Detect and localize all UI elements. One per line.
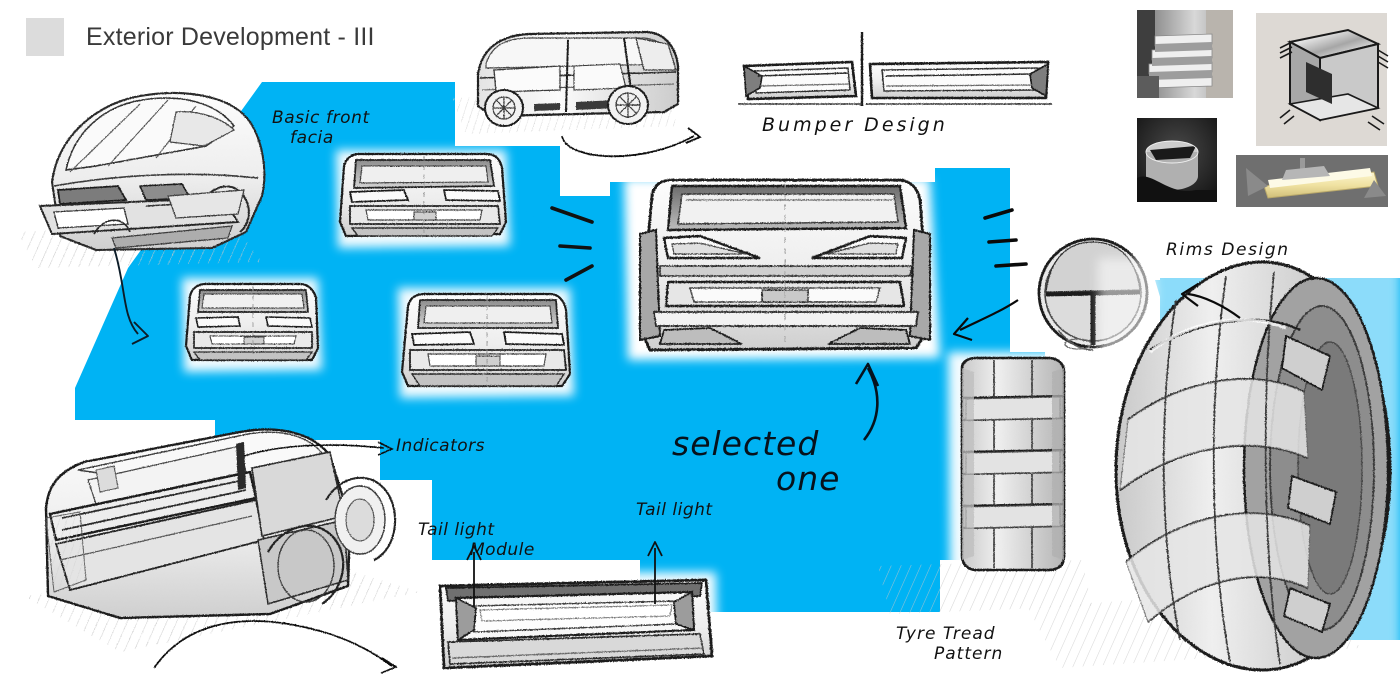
reference-photo-dark-disc	[1137, 118, 1217, 202]
label-tail-light: Tail light	[636, 500, 713, 520]
bumper-study-left	[742, 60, 858, 101]
sketch-rear-fascia-selected	[624, 178, 940, 441]
label-bumper-design: Bumper Design	[762, 114, 948, 136]
label-basic-front-facia-line1: Basic front	[272, 108, 370, 129]
arrow-to-tyre-tread	[959, 299, 1019, 331]
sketch-van-side-profile	[452, 30, 702, 158]
page-title: Exterior Development - III	[86, 22, 375, 51]
sketch-tyre-tread-swatch	[878, 299, 1092, 614]
sketch-rear-fascia-study-2	[182, 278, 322, 372]
dash-marks-right	[983, 208, 1028, 268]
arrow-selected-one	[862, 367, 879, 441]
reference-photo-metal-stool	[1256, 13, 1389, 146]
label-tail-light-module-line2: Module	[470, 540, 535, 561]
header-color-swatch	[26, 18, 64, 56]
label-selected-one: selected one	[672, 386, 840, 538]
reference-photo-linear-lamp	[1236, 155, 1388, 207]
dash-marks-left	[550, 206, 594, 282]
leader-indicators	[243, 444, 385, 457]
sketch-tail-light-module	[428, 541, 718, 688]
reference-photo-concrete-stairs	[1137, 10, 1233, 98]
label-tyre-tread-line1: Tyre Tread	[896, 624, 996, 645]
reference-photos	[1137, 10, 1389, 207]
label-rims-design: Rims Design	[1166, 240, 1290, 260]
sketch-front-three-quarter-car	[18, 91, 266, 268]
sketch-wheel-three-quarter	[1028, 258, 1400, 690]
label-tail-light-module-line1: Tail light	[418, 520, 495, 541]
page-header: Exterior Development - III	[26, 18, 375, 56]
label-basic-front-facia-line2: facia	[290, 128, 334, 149]
label-selected-one-line1: selected	[672, 423, 820, 463]
sketch-rear-fascia-study-3	[398, 288, 574, 398]
label-tyre-tread-line2: Pattern	[934, 644, 1004, 665]
label-tyre-tread-pattern: Tyre Tread Pattern	[896, 604, 1003, 684]
label-basic-front-facia: Basic front facia	[272, 88, 370, 168]
label-tail-light-module: Tail light Module	[418, 500, 535, 580]
arrow-van-to-bumper	[561, 135, 695, 158]
sketch-suv-rear-three-quarter	[24, 428, 420, 674]
label-selected-one-line2: one	[776, 458, 841, 498]
sketch-bumper-studies	[738, 32, 1052, 106]
indicator-strip	[236, 442, 246, 490]
accent-shape-wedge	[500, 192, 560, 236]
bumper-study-right	[868, 60, 1050, 100]
sketch-rear-fascia-study-1	[336, 150, 510, 248]
arrow-front-car-to-fascia	[113, 247, 149, 345]
arrow-suv-to-taillight	[153, 620, 393, 669]
arrow-rims-design	[1187, 292, 1241, 319]
label-indicators: Indicators	[396, 436, 485, 456]
